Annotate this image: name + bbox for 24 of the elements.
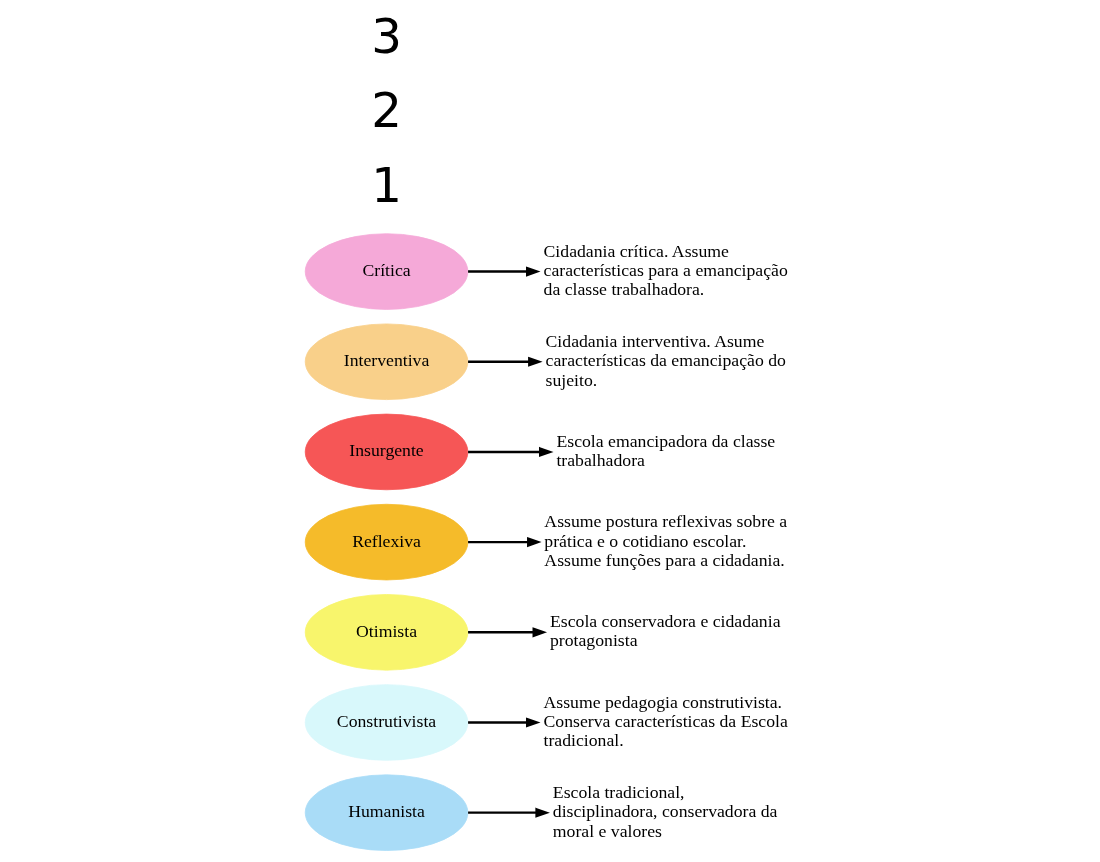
node-text: Cidadania crítica. Assume características para a emancipação da classe trabalhadora. (543, 240, 788, 300)
node-ellipse: Humanista (304, 774, 469, 851)
arrow (468, 356, 543, 367)
node-text: Assume pedagogia construtivista. Conserva características da Escola tradicional. (543, 691, 788, 751)
node-text: Cidadania interventiva. Asume características da emancipação do sujeito. (545, 330, 786, 390)
arrow (468, 266, 541, 277)
node-ellipse: Interventiva (304, 323, 469, 400)
node-ellipse: Construtivista (304, 684, 469, 761)
arrow (468, 627, 548, 638)
node-ellipse: Otimista (304, 594, 469, 671)
arrow (468, 717, 541, 728)
node-text: Escola emancipadora da classe trabalhadora (556, 430, 776, 471)
label: 2 (371, 82, 402, 139)
label: 3 (371, 8, 402, 65)
arrow (468, 807, 550, 818)
node-ellipse: Insurgente (304, 413, 469, 491)
node-text: Assume postura reflexivas sobre a prática e o cotidiano escolar. Assume funções para a cidadania. (544, 511, 788, 570)
node-ellipse: Crítica (304, 233, 469, 310)
node-text: Escola conservadora e cidadania protagonista (550, 611, 781, 651)
node-ellipse: Reflexiva (304, 503, 469, 581)
arrow (468, 537, 542, 548)
label: 1 (371, 156, 402, 213)
node-text: Escola tradicional, disciplinadora, conservadora da moral e valores (552, 781, 778, 841)
arrow (468, 446, 554, 458)
